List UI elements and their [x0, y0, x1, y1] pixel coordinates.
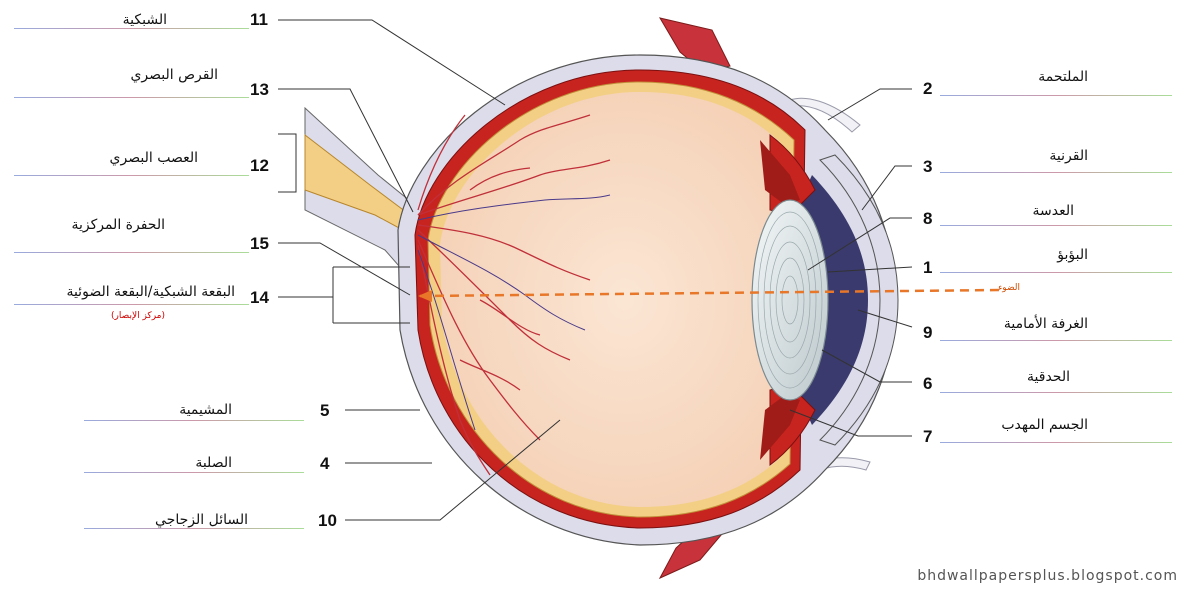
- label-retina: الشبكية: [122, 12, 167, 28]
- number-3: 3: [923, 157, 933, 176]
- label-conjunctiva: الملتحمة: [1038, 69, 1088, 85]
- rule-10: [84, 528, 304, 529]
- rule-6: [940, 392, 1172, 393]
- rule-15: [14, 252, 249, 253]
- rule-14: [14, 304, 249, 305]
- number-8: 8: [923, 209, 933, 228]
- light-ray: [419, 288, 1001, 298]
- label-macula-sub: (مركز الإبصار): [111, 311, 165, 321]
- retinal-vessels: [417, 114, 611, 476]
- number-2: 2: [923, 79, 933, 98]
- vitreous-body: [440, 92, 810, 507]
- rule-8: [940, 225, 1172, 226]
- number-6: 6: [923, 374, 933, 393]
- cornea-shape: [819, 154, 899, 446]
- rule-11: [14, 28, 249, 29]
- ciliary-lower: [760, 395, 800, 460]
- label-sclera: الصلبة: [195, 455, 232, 471]
- retinal-veins: [417, 194, 611, 431]
- number-11: 11: [250, 10, 268, 29]
- label-vitreous: السائل الزجاجي: [155, 512, 248, 528]
- watermark: bhdwallpapersplus.blogspot.com: [917, 568, 1178, 584]
- number-13: 13: [250, 80, 269, 99]
- ciliary-upper: [760, 140, 800, 205]
- lens-shape: [751, 199, 829, 401]
- label-anterior-chamber: الغرفة الأمامية: [1003, 316, 1088, 332]
- number-1: 1: [923, 258, 933, 277]
- rule-5: [84, 420, 304, 421]
- lens-rings: [757, 211, 823, 389]
- rule-1: [940, 272, 1172, 273]
- number-9: 9: [923, 323, 933, 342]
- rule-9: [940, 340, 1172, 341]
- number-10: 10: [318, 511, 337, 530]
- number-4: 4: [320, 454, 330, 473]
- label-choroid: المشيمية: [179, 402, 232, 418]
- label-optic-nerve: العصب البصري: [109, 150, 198, 166]
- number-5: 5: [320, 401, 330, 420]
- rule-7: [940, 442, 1172, 443]
- number-14: 14: [250, 288, 269, 307]
- label-macula: البقعة الشبكية/البقعة الضوئية: [66, 284, 235, 300]
- label-iris: الحدقية: [1027, 369, 1070, 385]
- label-lens: العدسة: [1032, 203, 1075, 219]
- upper-conjunctiva-strip: [789, 97, 861, 133]
- number-7: 7: [923, 427, 933, 446]
- number-15: 15: [250, 234, 269, 253]
- label-ciliary-body: الجسم المهدب: [1001, 417, 1088, 433]
- number-12: 12: [250, 156, 269, 175]
- light-label: الضوء: [998, 283, 1020, 293]
- rule-12: [14, 175, 249, 176]
- rule-2: [940, 95, 1172, 96]
- label-fovea: الحفرة المركزية: [71, 217, 165, 233]
- label-cornea: القرنية: [1049, 148, 1088, 164]
- label-pupil: البؤبؤ: [1057, 247, 1088, 263]
- light-ray-arrowhead: [418, 290, 432, 302]
- rule-13: [14, 97, 249, 98]
- rule-3: [940, 172, 1172, 173]
- rule-4: [84, 472, 304, 473]
- label-optic-disc: القرص البصري: [130, 67, 218, 83]
- leader-lines: [278, 19, 913, 521]
